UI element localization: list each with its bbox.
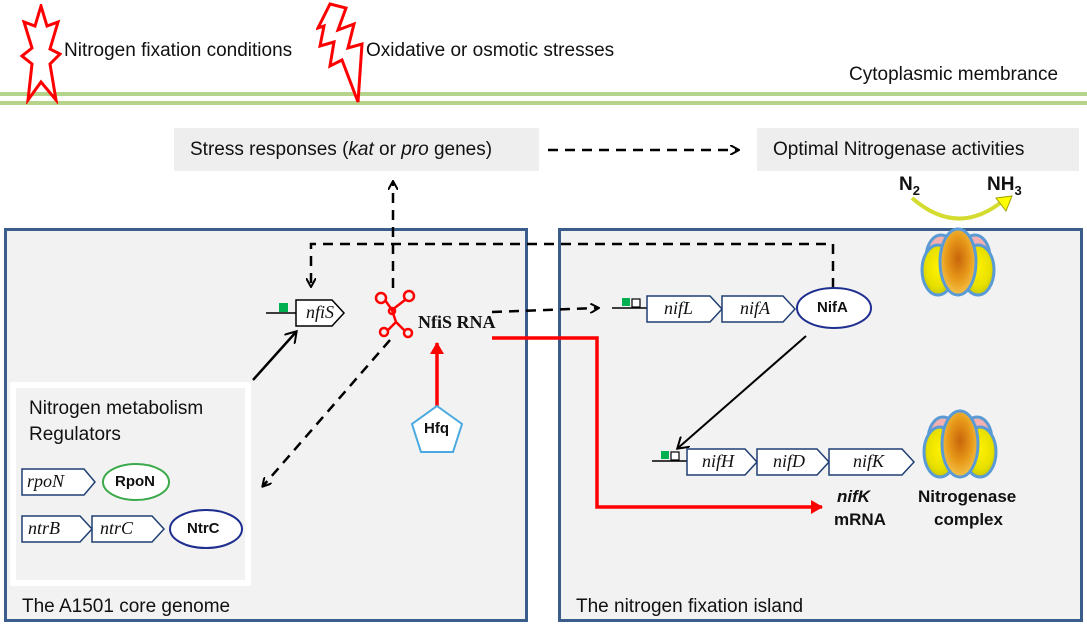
nitrogenase-complex-top-icon [920,227,996,297]
cytoplasmic-membrane [0,92,1087,106]
nifa-to-nfis-feedback [311,242,835,288]
nifh-gene-label: nifH [702,451,735,471]
nifa-to-nifh-arrow [678,335,807,448]
nifk-mrna-label: mRNA [834,510,886,529]
stress-responses-label: Stress responses (kat or pro genes) [190,139,493,160]
regulators-label-line1: Nitrogen metabolism [29,398,204,419]
ntrc-gene-label: ntrC [100,518,134,538]
nifla-operon [612,295,797,323]
nfis-gene-label: nfiS [306,302,335,322]
nifl-gene-label: nifL [664,298,694,318]
nifk-gene-label: nifK [853,451,885,471]
nfis-rna-label: NfiS RNA [418,312,496,332]
ntrc-protein [169,509,243,549]
hfq-pentagon [410,404,464,453]
optimal-nitrogenase-label: Optimal Nitrogenase activities [773,139,1025,160]
nifd-gene-label: nifD [773,451,806,471]
stress-responses-box: Stress responses (kat or pro genes) [174,128,539,171]
membrane-label: Cytoplasmic membrance [849,64,1059,85]
rpon-protein [102,463,170,501]
nfis-to-nifl-arrow [491,308,598,312]
nfis-gene [266,299,346,327]
rpon-gene [21,468,96,496]
nitrogen-condition-icon [20,4,62,104]
nitrogen-fixation-island-title: The nitrogen fixation island [576,596,804,617]
ntrc-protein-label: NtrC [187,520,220,537]
rpon-gene-label: rpoN [27,471,65,491]
nh3-label: NH3 [987,174,1022,198]
nfis-rna-icon [374,289,416,339]
core-genome-title: The A1501 core genome [22,596,231,617]
n2-to-nh3-arrow [910,196,1006,221]
ntrb-gene-label: ntrB [28,518,61,538]
nifhdk-operon [652,448,916,476]
nitrogen-conditions-label: Nitrogen fixation conditions [64,40,293,61]
ntrc-gene [91,515,166,543]
hfq-label: Hfq [424,420,449,437]
nfis-to-nifk-mrna-arrow [492,336,823,514]
nfis-to-regulators-arrow [263,339,391,486]
optimal-nitrogenase-box: Optimal Nitrogenase activities [757,128,1079,171]
regulators-to-nfis-arrow [252,332,296,381]
nitrogenase-complex-icon [922,409,998,479]
regulators-label-line2: Regulators [29,424,121,445]
stress-lightning-icon [316,2,364,103]
nifa-protein [796,287,872,329]
ntrb-gene [21,515,94,543]
rpon-protein-label: RpoN [115,473,155,490]
stresses-label: Oxidative or osmotic stresses [366,40,615,61]
nitrogenase-complex-label-line1: Nitrogenase [918,487,1017,506]
n2-label: N2 [899,174,920,198]
nifk-mrna-nifk-label: nifK [837,487,871,506]
n2-to-nh3-arrowhead [995,195,1013,213]
nifa-protein-label: NifA [817,299,848,316]
nitrogenase-complex-label-line2: complex [934,510,1003,529]
nifa-gene-label: nifA [740,298,770,318]
